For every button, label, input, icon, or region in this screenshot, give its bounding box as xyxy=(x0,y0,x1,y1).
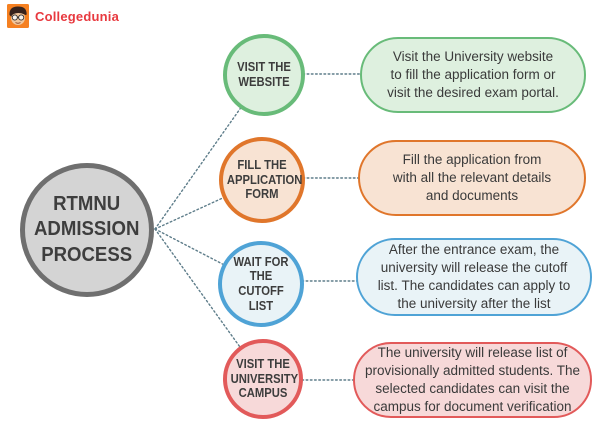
step-description-text: Visit the University website to fill the… xyxy=(387,48,559,101)
step-description-visit-website: Visit the University website to fill the… xyxy=(360,37,586,113)
step-node-label: VISIT THE WEBSITE xyxy=(237,60,291,89)
step-node-visit-campus: VISIT THE UNIVERSITY CAMPUS xyxy=(223,339,303,419)
step-node-label: VISIT THE UNIVERSITY CAMPUS xyxy=(230,356,299,401)
central-process-title: RTMNU ADMISSION PROCESS xyxy=(34,192,140,266)
step-description-text: The university will release list of prov… xyxy=(364,344,581,415)
step-description-text: Fill the application from with all the r… xyxy=(392,151,552,204)
brand-name: Collegedunia xyxy=(35,8,120,24)
connector-group xyxy=(154,73,363,381)
step-node-visit-website: VISIT THE WEBSITE xyxy=(223,34,305,116)
step-node-fill-application: FILL THE APPLICATION FORM xyxy=(219,137,305,223)
central-process-circle: RTMNU ADMISSION PROCESS xyxy=(20,163,154,297)
step-description-visit-campus: The university will release list of prov… xyxy=(353,342,592,418)
step-description-fill-application: Fill the application from with all the r… xyxy=(358,140,586,216)
step-description-wait-cutoff: After the entrance exam, the university … xyxy=(356,238,592,316)
brand-header: Collegedunia xyxy=(7,4,119,28)
collegedunia-mascot-icon xyxy=(7,4,29,28)
step-node-wait-cutoff: WAIT FOR THE CUTOFF LIST xyxy=(218,241,304,327)
step-node-label: FILL THE APPLICATION FORM xyxy=(226,157,303,202)
step-description-text: After the entrance exam, the university … xyxy=(377,241,571,312)
step-node-label: WAIT FOR THE CUTOFF LIST xyxy=(233,254,289,313)
